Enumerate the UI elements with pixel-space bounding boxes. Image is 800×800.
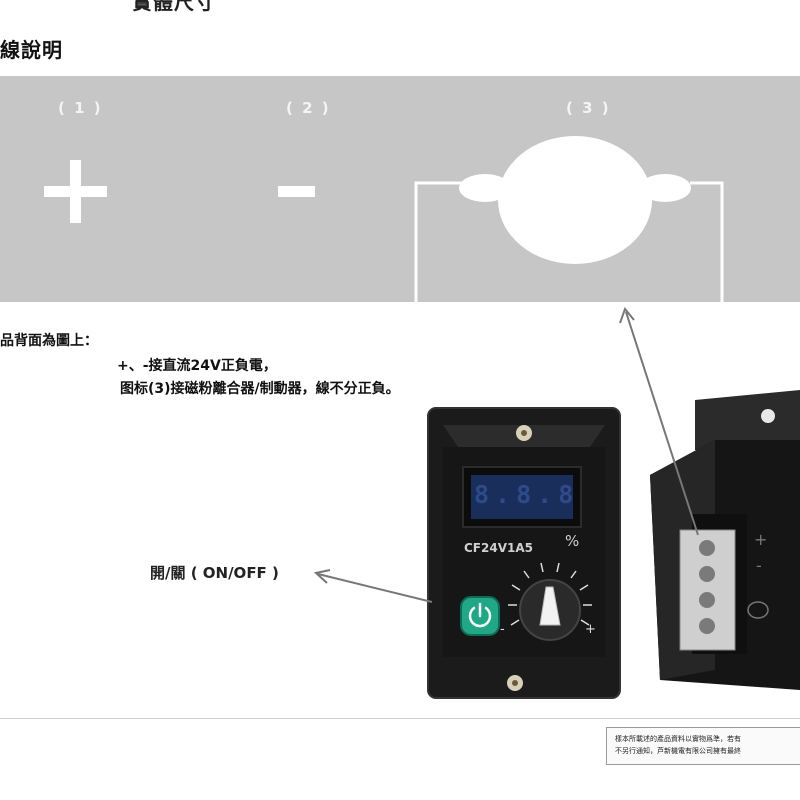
plus-symbol xyxy=(44,160,107,223)
terminal-callout-arrow xyxy=(625,311,699,536)
controller-model: CF24V1A5 xyxy=(464,541,533,555)
terminal-mark-plus: + xyxy=(754,530,768,549)
top-cut-heading: 實體尺寸 xyxy=(132,0,216,14)
terminal-screws xyxy=(699,540,715,634)
knob-min-mark: - xyxy=(500,622,505,637)
section-title: 線說明 xyxy=(0,38,63,62)
terminal-label-2: ( 2 ) xyxy=(286,99,331,117)
led-readout: 8.8.8 xyxy=(474,480,580,509)
disclaimer-line1: 樣本所載述的產品資料以實物爲準，若有 xyxy=(615,735,741,743)
wiring-symbols xyxy=(44,136,724,302)
percent-unit: % xyxy=(565,532,580,550)
notes-intro: 品背面為圖上： xyxy=(0,333,98,349)
disclaimer-box: 樣本所載述的產品資料以實物爲準，若有 不另行通知，芦新機電有限公司擁有最終 xyxy=(606,727,800,765)
notes-line1: +、-接直流24V正負電， xyxy=(117,358,277,374)
minus-symbol xyxy=(278,186,315,197)
terminal-mark-minus: - xyxy=(756,556,762,575)
power-callout-arrow xyxy=(317,573,433,603)
speed-controller xyxy=(427,407,621,699)
disclaimer-line2: 不另行通知，芦新機電有限公司擁有最終 xyxy=(615,747,741,755)
knob-scale xyxy=(508,562,592,626)
terminal-label-1: ( 1 ) xyxy=(58,99,103,117)
terminal-label-3: ( 3 ) xyxy=(566,99,611,117)
power-icon xyxy=(468,602,492,628)
power-label: 開/關 ( ON/OFF ) xyxy=(150,564,279,582)
notes-line2: 图标(3)接磁粉離合器/制動器，線不分正負。 xyxy=(120,381,400,397)
clutch-brake-symbol xyxy=(414,136,724,302)
knob-max-mark: + xyxy=(585,622,596,637)
footer-divider xyxy=(0,718,800,719)
